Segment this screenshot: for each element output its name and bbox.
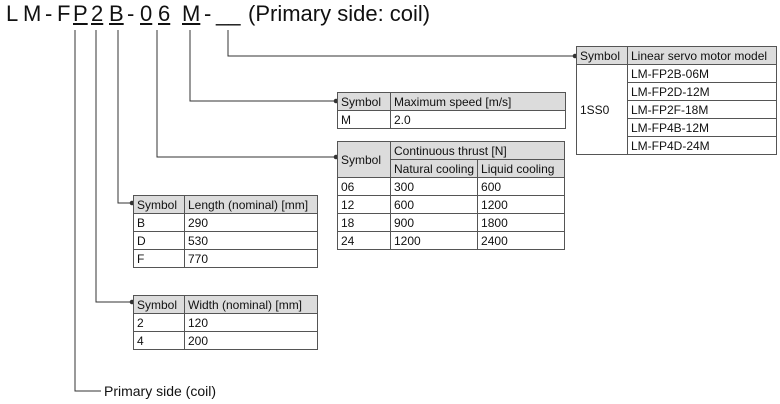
width-table: Symbol Width (nominal) [mm] 2 120 4 200 bbox=[133, 295, 318, 350]
code-char-b: B bbox=[109, 1, 124, 26]
leader-line-length bbox=[117, 30, 130, 204]
table-row: B 290 bbox=[133, 213, 318, 232]
speed-value-header: Maximum speed [m/s] bbox=[390, 92, 566, 111]
thrust-symbol-header: Symbol bbox=[337, 141, 391, 178]
model-name-header: Linear servo motor model bbox=[627, 46, 777, 65]
code-char-6: 6 bbox=[158, 1, 171, 26]
thrust-liquid-cell: 1200 bbox=[477, 195, 566, 214]
code-char-p: P bbox=[73, 1, 88, 26]
model-cell: LM-FP2F-18M bbox=[627, 100, 777, 119]
thrust-natural-cell: 900 bbox=[389, 213, 479, 232]
code-char-f: F bbox=[57, 1, 71, 26]
model-symbol-cell: 1SS0 bbox=[576, 64, 628, 155]
leader-line-model bbox=[227, 30, 573, 57]
speed-table: Symbol Maximum speed [m/s] M 2.0 bbox=[337, 92, 566, 129]
code-char-m-speed: M bbox=[182, 1, 201, 26]
table-row: LM-FP2F-18M bbox=[577, 100, 777, 119]
width-symbol-cell: 4 bbox=[133, 331, 185, 350]
width-value-cell: 200 bbox=[184, 331, 318, 350]
thrust-symbol-cell: 18 bbox=[337, 213, 391, 232]
table-row: 1SS0 LM-FP2B-06M bbox=[576, 64, 777, 155]
model-table: Symbol Linear servo motor model 1SS0 LM-… bbox=[576, 46, 777, 155]
table-row: 2 120 bbox=[133, 313, 318, 332]
thrust-table: Symbol Continuous thrust [N] Natural coo… bbox=[337, 141, 566, 250]
thrust-liquid-cell: 600 bbox=[477, 177, 566, 196]
table-row: 24 1200 2400 bbox=[337, 231, 566, 250]
speed-symbol-cell: M bbox=[337, 110, 391, 129]
length-value-cell: 290 bbox=[184, 213, 318, 232]
length-value-cell: 770 bbox=[184, 249, 318, 268]
width-value-header: Width (nominal) [mm] bbox=[184, 295, 318, 314]
code-dash: - bbox=[45, 1, 53, 26]
code-char-l: L bbox=[6, 1, 19, 26]
model-cell: LM-FP4B-12M bbox=[627, 118, 777, 137]
table-row: 06 300 600 bbox=[337, 177, 566, 196]
code-caption: (Primary side: coil) bbox=[248, 1, 431, 26]
table-row: 4 200 bbox=[133, 331, 318, 350]
speed-value-cell: 2.0 bbox=[390, 110, 566, 129]
code-dash: - bbox=[127, 1, 135, 26]
thrust-group-header: Continuous thrust [N] bbox=[389, 141, 566, 160]
code-char-2: 2 bbox=[91, 1, 104, 26]
table-row: LM-FP4D-24M bbox=[577, 136, 777, 155]
table-row: 12 600 1200 bbox=[337, 195, 566, 214]
length-value-cell: 530 bbox=[184, 231, 318, 250]
model-cell: LM-FP2D-12M bbox=[627, 82, 777, 101]
model-symbol-header: Symbol bbox=[576, 46, 628, 65]
thrust-natural-cell: 300 bbox=[389, 177, 479, 196]
table-row: LM-FP2D-12M bbox=[577, 82, 777, 101]
leader-line-speed bbox=[189, 30, 334, 102]
code-char-m: M bbox=[23, 1, 42, 26]
speed-symbol-header: Symbol bbox=[337, 92, 391, 111]
leader-line-primary bbox=[74, 30, 101, 392]
leader-line-thrust bbox=[156, 30, 334, 158]
table-row: 18 900 1800 bbox=[337, 213, 566, 232]
width-value-cell: 120 bbox=[184, 313, 318, 332]
thrust-liquid-cell: 2400 bbox=[477, 231, 566, 250]
code-char-0: 0 bbox=[140, 1, 153, 26]
thrust-symbol-cell: 24 bbox=[337, 231, 391, 250]
length-symbol-cell: D bbox=[133, 231, 185, 250]
model-cell: LM-FP4D-24M bbox=[627, 136, 777, 155]
liquid-cooling-header: Liquid cooling bbox=[477, 159, 566, 178]
thrust-liquid-cell: 1800 bbox=[477, 213, 566, 232]
table-row: F 770 bbox=[133, 249, 318, 268]
length-value-header: Length (nominal) [mm] bbox=[184, 195, 318, 214]
thrust-symbol-cell: 12 bbox=[337, 195, 391, 214]
natural-cooling-header: Natural cooling bbox=[389, 159, 479, 178]
length-table: Symbol Length (nominal) [mm] B 290 D 530… bbox=[133, 195, 318, 268]
width-symbol-cell: 2 bbox=[133, 313, 185, 332]
primary-side-label: Primary side (coil) bbox=[104, 383, 217, 399]
leader-line-width bbox=[95, 30, 130, 303]
table-row: M 2.0 bbox=[337, 110, 566, 129]
length-symbol-cell: B bbox=[133, 213, 185, 232]
width-symbol-header: Symbol bbox=[133, 295, 185, 314]
thrust-symbol-cell: 06 bbox=[337, 177, 391, 196]
model-cell: LM-FP2B-06M bbox=[627, 64, 777, 83]
table-row: D 530 bbox=[133, 231, 318, 250]
length-symbol-header: Symbol bbox=[133, 195, 185, 214]
thrust-natural-cell: 600 bbox=[389, 195, 479, 214]
length-symbol-cell: F bbox=[133, 249, 185, 268]
code-blank: __ bbox=[216, 1, 241, 26]
thrust-natural-cell: 1200 bbox=[389, 231, 479, 250]
code-dash: - bbox=[204, 1, 212, 26]
